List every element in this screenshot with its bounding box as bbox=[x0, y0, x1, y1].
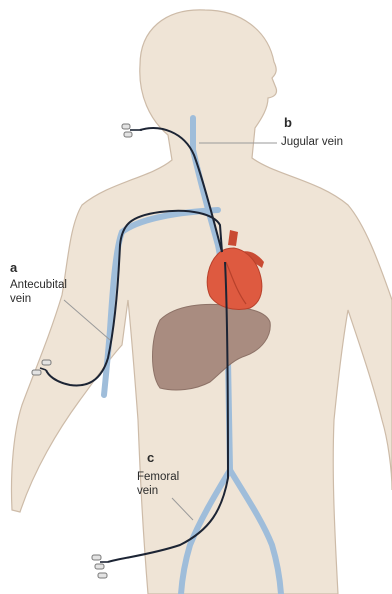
label-a-letter: a bbox=[10, 260, 17, 275]
label-femoral-line1: Femoral bbox=[137, 470, 179, 484]
label-c-letter: c bbox=[147, 450, 154, 465]
label-antecubital-line1: Antecubital bbox=[10, 278, 67, 292]
catheter-hub-femoral bbox=[92, 555, 108, 578]
catheter-hub-jugular bbox=[122, 124, 142, 137]
label-b-letter: b bbox=[284, 115, 292, 130]
label-jugular: Jugular vein bbox=[281, 135, 343, 149]
body-silhouette bbox=[11, 10, 392, 594]
label-femoral-line2: vein bbox=[137, 484, 158, 498]
label-antecubital-line2: vein bbox=[10, 292, 31, 306]
